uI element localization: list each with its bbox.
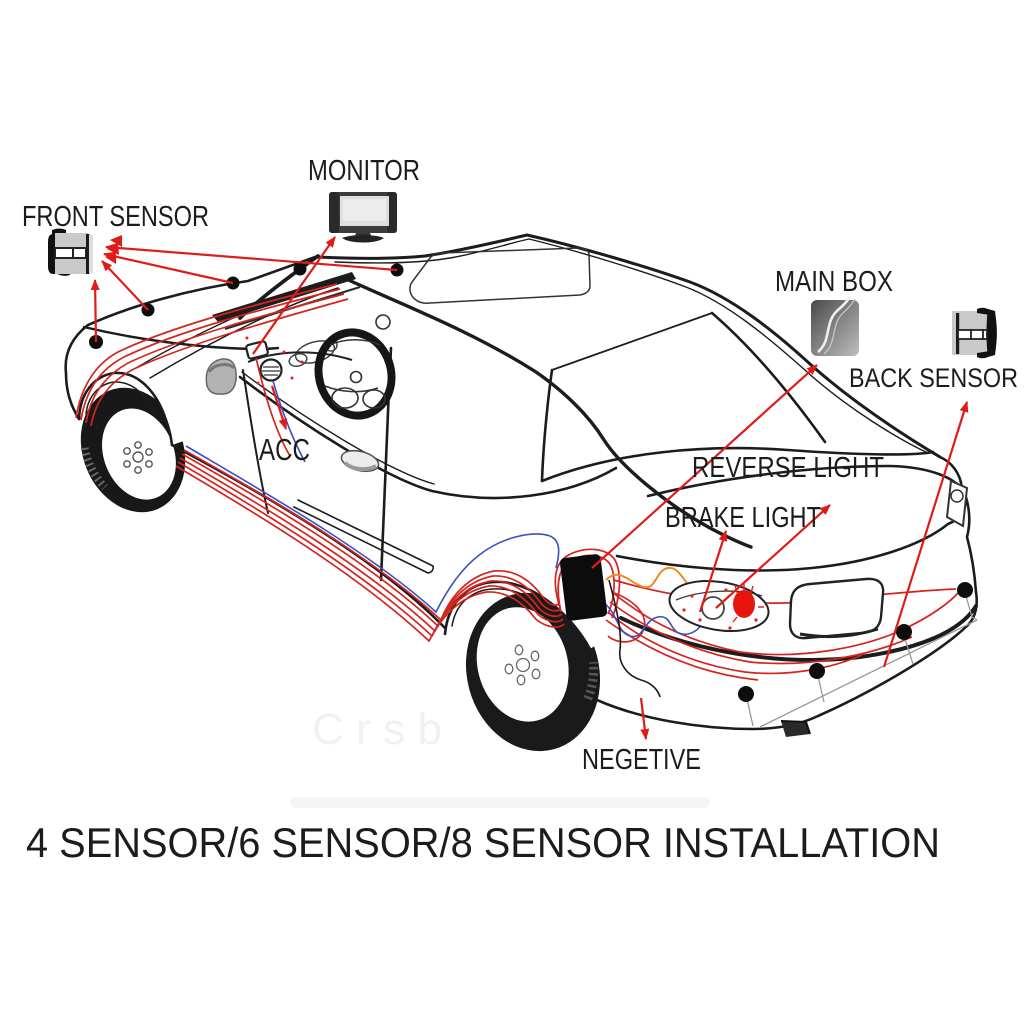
svg-text:NEGETIVE: NEGETIVE [582, 744, 701, 776]
svg-text:MONITOR: MONITOR [308, 155, 420, 187]
svg-text:FRONT SENSOR: FRONT SENSOR [22, 201, 209, 233]
svg-text:BRAKE LIGHT: BRAKE LIGHT [665, 502, 821, 534]
svg-text:4 SENSOR/6 SENSOR/8 SENSOR INS: 4 SENSOR/6 SENSOR/8 SENSOR INSTALLATION [26, 819, 940, 866]
svg-text:BACK SENSOR: BACK SENSOR [849, 363, 1018, 393]
svg-text:REVERSE LIGHT: REVERSE LIGHT [692, 452, 884, 484]
svg-text:MAIN BOX: MAIN BOX [775, 266, 893, 298]
svg-text:ACC: ACC [259, 432, 310, 467]
